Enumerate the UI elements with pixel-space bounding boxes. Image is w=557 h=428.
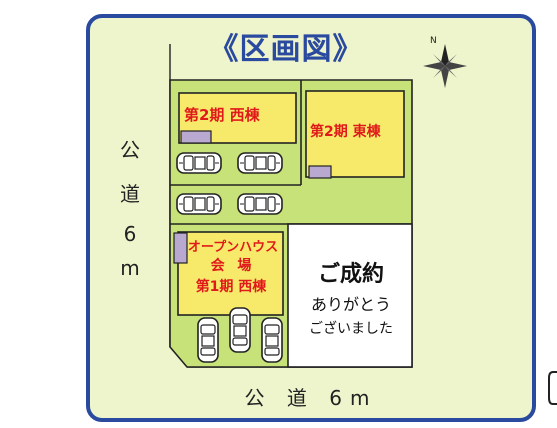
phase2-east-building	[305, 90, 405, 178]
car-icon	[176, 193, 222, 215]
car-icon	[176, 152, 222, 174]
west-road-label-char: m	[120, 256, 140, 280]
open-house-label: オープンハウス	[187, 240, 279, 255]
car-icon	[237, 152, 283, 174]
phase2-west-label: 第2期 西棟	[184, 106, 260, 124]
north-arrow-icon	[423, 44, 467, 88]
car-icon	[229, 307, 251, 353]
utility-box	[173, 232, 188, 264]
utility-box	[180, 130, 212, 144]
sold-lot	[287, 223, 413, 368]
utility-box	[308, 165, 332, 179]
phase1-west-building	[177, 231, 284, 316]
north-label: N	[430, 36, 437, 46]
edge-fragment	[548, 371, 557, 405]
west-road-label-char: 道	[120, 182, 140, 206]
west-road-label-char: 6	[123, 222, 137, 246]
car-icon	[261, 317, 283, 363]
open-house-venue-label: 会 場	[210, 258, 256, 274]
phase1-west-label: 第1期 西棟	[195, 279, 267, 295]
west-road-label-char: 公	[120, 138, 140, 162]
sold-headline: ご成約	[317, 262, 384, 287]
sold-thanks-line1: ありがとう	[310, 295, 391, 314]
car-icon	[197, 317, 219, 363]
phase2-east-label: 第2期 東棟	[310, 124, 381, 140]
south-road-label: 公 道 6m	[244, 386, 378, 410]
car-icon	[237, 193, 283, 215]
sold-thanks-line2: ございました	[309, 321, 393, 337]
map-title: 《区画図》	[208, 32, 364, 67]
